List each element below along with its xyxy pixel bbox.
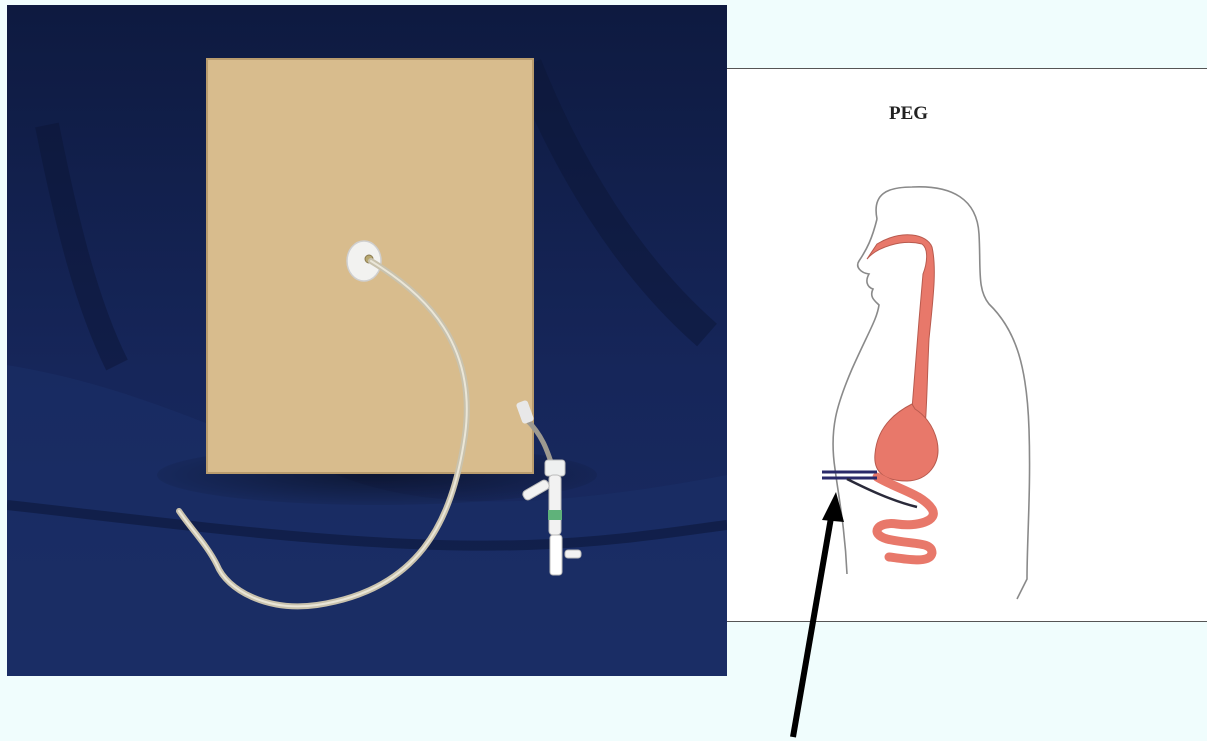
photo-illustration xyxy=(7,5,727,676)
peg-diagram-panel: PEG xyxy=(727,68,1207,622)
intestine xyxy=(877,477,933,560)
anatomy-illustration xyxy=(727,69,1207,621)
product-photo xyxy=(7,5,727,676)
stomach xyxy=(875,404,938,481)
